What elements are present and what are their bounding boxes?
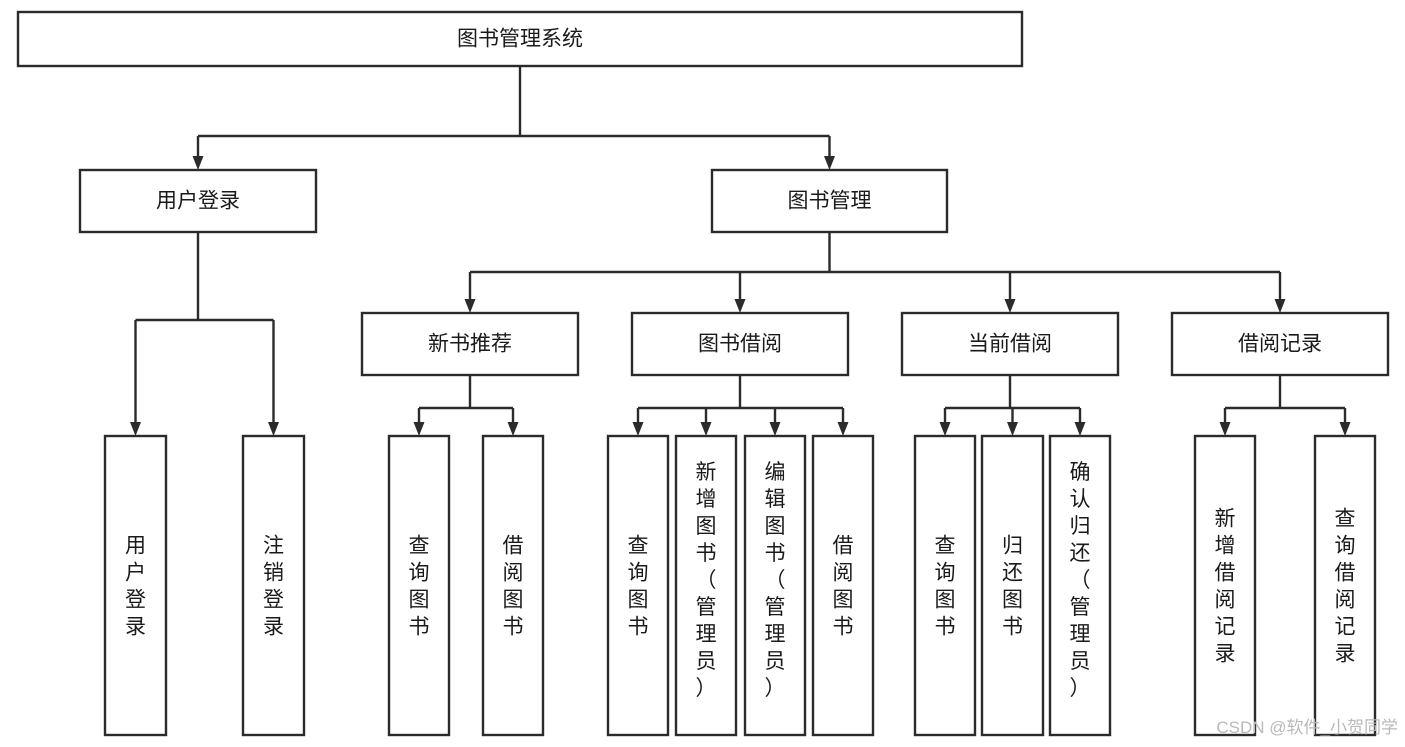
csdn-watermark: CSDN @软件_小贺同学	[1216, 718, 1398, 737]
node-label-vertical: 新增图书（管理员）	[696, 461, 717, 700]
node-label-vertical: 借阅图书	[833, 535, 854, 639]
node-leaf-借阅图书[interactable]: 借阅图书	[811, 434, 875, 737]
node-leaf-新增借阅记录[interactable]: 新增借阅记录	[1193, 434, 1257, 737]
node-box	[710, 168, 949, 234]
node-leaf-借阅图书[interactable]: 借阅图书	[481, 434, 545, 737]
node-box	[630, 311, 850, 377]
node-label-vertical: 新增借阅记录	[1215, 508, 1236, 666]
node-box	[606, 434, 670, 737]
node-box	[1193, 434, 1257, 737]
node-leaf-归还图书[interactable]: 归还图书	[980, 434, 1045, 737]
node-box	[103, 434, 168, 737]
node-leaf-确认归还管理员[interactable]: 确认归还（管理员）	[1048, 434, 1112, 737]
node-leaf-编辑图书管理员[interactable]: 编辑图书（管理员）	[743, 434, 807, 737]
node-label-vertical: 用户登录	[125, 535, 146, 639]
node-label: 新书推荐	[428, 333, 512, 356]
node-label-vertical: 编辑图书（管理员）	[765, 461, 786, 700]
node-leaf-查询图书[interactable]: 查询图书	[606, 434, 670, 737]
arrow-head-icon	[1219, 422, 1231, 436]
node-box	[980, 434, 1045, 737]
node-label-vertical: 查询图书	[628, 535, 649, 639]
arrow-head-icon	[413, 422, 425, 436]
node-label-vertical: 借阅图书	[503, 535, 524, 639]
node-leaf-用户登录[interactable]: 用户登录	[103, 434, 168, 737]
node-l2-用户登录[interactable]: 用户登录	[78, 168, 318, 234]
arrow-head-icon	[192, 156, 204, 170]
node-box	[241, 434, 306, 737]
node-box	[1313, 434, 1377, 737]
node-leaf-新增图书管理员[interactable]: 新增图书（管理员）	[674, 434, 738, 737]
node-label: 当前借阅	[968, 333, 1052, 356]
node-label: 图书管理系统	[457, 28, 583, 51]
node-leaf-查询图书[interactable]: 查询图书	[387, 434, 451, 737]
arrow-head-icon	[734, 299, 746, 313]
arrow-head-icon	[1274, 299, 1286, 313]
node-l3-当前借阅[interactable]: 当前借阅	[900, 311, 1120, 377]
node-box	[1048, 434, 1112, 737]
node-label-vertical: 归还图书	[1002, 535, 1023, 639]
node-box	[481, 434, 545, 737]
node-box	[900, 311, 1120, 377]
arrow-head-icon	[700, 422, 712, 436]
arrow-head-icon	[464, 299, 476, 313]
node-label-vertical: 查询借阅记录	[1335, 508, 1356, 666]
node-root-图书管理系统[interactable]: 图书管理系统	[16, 10, 1024, 68]
node-box	[78, 168, 318, 234]
node-l3-图书借阅[interactable]: 图书借阅	[630, 311, 850, 377]
node-box	[1170, 311, 1390, 377]
node-box	[387, 434, 451, 737]
arrow-head-icon	[939, 422, 951, 436]
node-label: 图书管理	[788, 190, 872, 213]
node-label-vertical: 确认归还（管理员）	[1070, 461, 1091, 700]
node-label: 图书借阅	[698, 333, 782, 356]
connector-layer	[130, 66, 1351, 436]
node-box	[743, 434, 807, 737]
node-label-vertical: 查询图书	[935, 535, 956, 639]
node-l3-新书推荐[interactable]: 新书推荐	[360, 311, 580, 377]
node-label: 借阅记录	[1238, 333, 1322, 356]
arrow-head-icon	[268, 422, 279, 436]
arrow-head-icon	[1339, 422, 1351, 436]
node-box	[913, 434, 977, 737]
arrow-head-icon	[1007, 422, 1018, 436]
node-label: 用户登录	[156, 190, 240, 213]
node-box	[16, 10, 1024, 68]
node-leaf-查询图书[interactable]: 查询图书	[913, 434, 977, 737]
node-box	[811, 434, 875, 737]
node-label-vertical: 查询图书	[409, 535, 430, 639]
node-box	[360, 311, 580, 377]
node-l2-图书管理[interactable]: 图书管理	[710, 168, 949, 234]
node-layer: 图书管理系统用户登录图书管理新书推荐图书借阅当前借阅借阅记录用户登录注销登录查询…	[16, 10, 1390, 737]
arrow-head-icon	[130, 422, 141, 436]
arrow-head-icon	[769, 422, 781, 436]
arrow-head-icon	[1004, 299, 1016, 313]
node-label-vertical: 注销登录	[263, 535, 284, 639]
arrow-head-icon	[824, 156, 835, 170]
node-box	[674, 434, 738, 737]
arrow-head-icon	[837, 422, 849, 436]
arrow-head-icon	[1074, 422, 1086, 436]
node-l3-借阅记录[interactable]: 借阅记录	[1170, 311, 1390, 377]
node-leaf-查询借阅记录[interactable]: 查询借阅记录	[1313, 434, 1377, 737]
node-leaf-注销登录[interactable]: 注销登录	[241, 434, 306, 737]
arrow-head-icon	[507, 422, 519, 436]
arrow-head-icon	[632, 422, 644, 436]
